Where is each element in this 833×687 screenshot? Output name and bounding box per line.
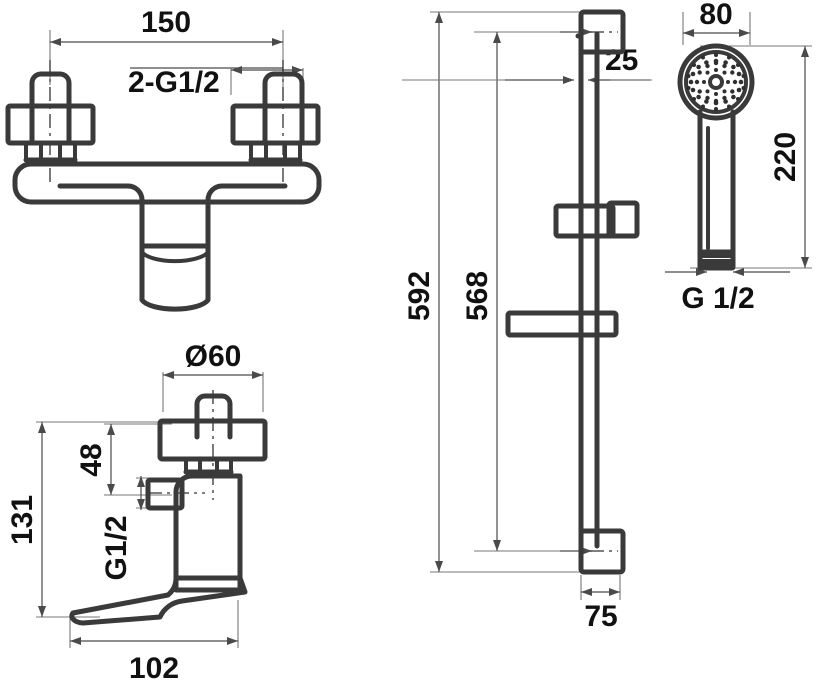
dim-label-g12-side: G1/2 bbox=[100, 515, 133, 580]
dim-g12-side-group: G1/2 bbox=[100, 476, 175, 581]
dim-592-group: 592 bbox=[403, 11, 590, 573]
side-handle-knob bbox=[194, 393, 233, 440]
side-inlet-nipple bbox=[145, 477, 185, 511]
dim-label-48: 48 bbox=[75, 443, 108, 476]
view-shower-rail: 592 568 25 bbox=[402, 9, 652, 633]
dim-568-group: 568 bbox=[461, 31, 585, 552]
dim-label-131: 131 bbox=[6, 495, 39, 545]
shower-head-nozzles bbox=[686, 53, 746, 111]
spout-outlet-body bbox=[139, 243, 211, 312]
right-handle-knob bbox=[262, 71, 305, 144]
right-handle-assembly bbox=[230, 71, 321, 165]
view-front-mixer: 150 2-G1/2 bbox=[5, 6, 322, 312]
dim-80-group: 80 bbox=[682, 0, 751, 45]
side-lever-edge bbox=[238, 576, 247, 594]
shower-head-rim bbox=[677, 43, 755, 121]
shower-head-face bbox=[684, 50, 748, 114]
rail-bottom-bracket bbox=[578, 528, 626, 575]
right-escutcheon bbox=[230, 103, 321, 146]
dim-label-2g12: 2-G1/2 bbox=[128, 66, 220, 99]
view-side-mixer: Ø60 131 48 G1/2 bbox=[6, 340, 268, 685]
dim-d60-group: Ø60 bbox=[162, 340, 264, 412]
dim-2g12-group: 2-G1/2 bbox=[128, 66, 304, 99]
shower-head-center-boss bbox=[708, 74, 724, 90]
slider-body bbox=[553, 203, 616, 239]
left-handle-knob bbox=[29, 71, 72, 144]
shower-connector-thread bbox=[697, 249, 736, 271]
rail-slider-holder bbox=[553, 200, 640, 239]
shower-connector-body bbox=[697, 249, 736, 271]
spout-shoulder bbox=[57, 183, 288, 249]
dim-label-g12-shower: G 1/2 bbox=[681, 282, 754, 315]
mixer-body-bar bbox=[12, 161, 322, 205]
dim-label-102: 102 bbox=[129, 652, 179, 685]
slider-cradle bbox=[606, 200, 640, 239]
mixer-spout bbox=[57, 183, 288, 312]
dim-102-group: 102 bbox=[69, 600, 239, 685]
dim-220-group: 220 bbox=[690, 45, 812, 269]
side-body-block bbox=[173, 473, 243, 593]
dim-label-592: 592 bbox=[403, 271, 436, 321]
rail-soap-dish bbox=[505, 310, 619, 338]
side-lever-spout bbox=[69, 575, 248, 626]
dim-label-568: 568 bbox=[461, 271, 494, 321]
shower-handle bbox=[697, 109, 736, 255]
rail-tube bbox=[578, 31, 600, 549]
side-escutcheon bbox=[157, 418, 268, 462]
dim-label-220: 220 bbox=[769, 132, 802, 182]
dim-48-group: 48 bbox=[75, 423, 172, 496]
dim-label-80: 80 bbox=[699, 0, 732, 31]
dim-g12-shower-group: G 1/2 bbox=[665, 268, 790, 315]
dim-150-group: 150 bbox=[49, 6, 284, 100]
mixer-body bbox=[12, 161, 322, 205]
view-hand-shower: 80 220 G 1/2 bbox=[665, 0, 812, 315]
dim-131-group: 131 bbox=[6, 421, 172, 618]
dim-label-d60: Ø60 bbox=[185, 340, 242, 373]
dim-label-150: 150 bbox=[141, 6, 191, 39]
left-handle-assembly bbox=[5, 71, 96, 165]
spout-aerator-ring bbox=[140, 250, 210, 264]
dim-label-75: 75 bbox=[584, 600, 617, 633]
dim-75-group: 75 bbox=[580, 575, 621, 633]
left-escutcheon bbox=[5, 103, 96, 146]
